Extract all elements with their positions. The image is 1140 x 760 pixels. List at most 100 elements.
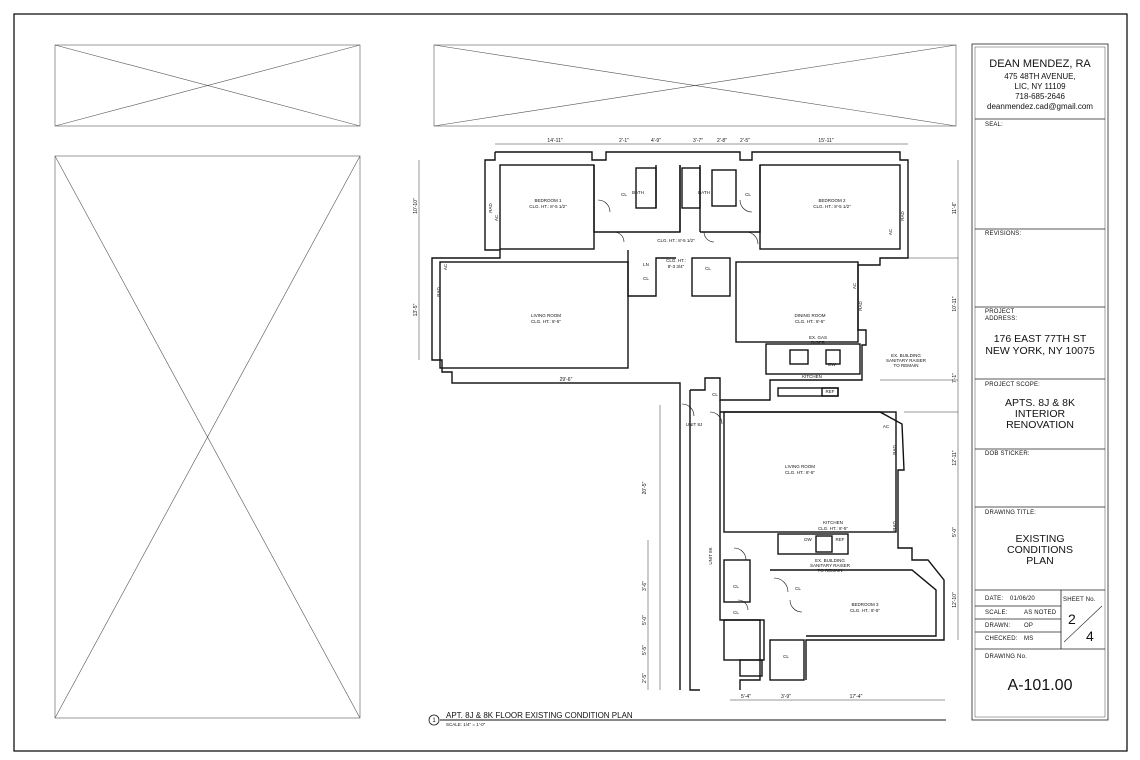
- cl-label-4: CL: [705, 266, 711, 271]
- riser-note-2-a: EX. BUILDING: [815, 558, 845, 563]
- checked-value: MS: [1024, 636, 1034, 642]
- dim-left-small-2: 5'-0": [642, 615, 648, 625]
- dim-top-4: 3'-7": [693, 138, 703, 144]
- placeholder-box-top-left: [54, 44, 361, 127]
- dim-bottom-2: 3'-9": [781, 694, 791, 700]
- date-label: DATE:: [985, 596, 1004, 602]
- caption-number: 1: [432, 718, 436, 724]
- room-kitchen2-name: KITCHEN: [823, 520, 843, 525]
- dim-top-6: 2'-5": [740, 138, 750, 144]
- cl-label-8: CL: [733, 610, 739, 615]
- ac-label-5: AC: [883, 424, 890, 429]
- room-bedroom2-clg: CLG. HT.: 8'-5 1/2": [813, 204, 851, 209]
- placeholder-box-top-center: [433, 44, 957, 127]
- rad-label-6: RAD: [892, 521, 897, 531]
- sheet-border: [13, 13, 1128, 752]
- hall-clg: CLG. HT.: 8'-5 1/2": [657, 238, 695, 243]
- drawn-value: OP: [1024, 623, 1034, 629]
- checked-label: CHECKED:: [985, 636, 1018, 642]
- sheet-no-label: SHEET No.: [1063, 597, 1096, 603]
- drawing-title-line-2: CONDITIONS: [1007, 544, 1073, 556]
- dim-left-small-3: 5'-5": [642, 645, 648, 655]
- drawn-label: DRAWN:: [985, 623, 1011, 629]
- seal-label: SEAL:: [985, 122, 1004, 128]
- dim-top-5: 2'-8": [717, 138, 727, 144]
- rad-label-4: RAD: [858, 301, 863, 311]
- dim-living-width: 29'-6": [560, 377, 573, 383]
- room-dining-name: DINING ROOM: [795, 313, 826, 318]
- revisions-label: REVISIONS:: [985, 231, 1022, 237]
- project-scope-line-1: APTS. 8J & 8K: [1004, 397, 1076, 409]
- firm-email: deanmendez.cad@gmail.com: [987, 102, 1093, 111]
- firm-address-2: LIC, NY 11109: [1014, 82, 1066, 91]
- firm-name: DEAN MENDEZ, RA: [989, 58, 1091, 70]
- ref-label-2: REF: [836, 537, 845, 542]
- project-address-line-2: NEW YORK, NY 10075: [985, 345, 1095, 357]
- dimension-lines: [418, 143, 959, 701]
- drawing-title-line-3: PLAN: [1026, 555, 1054, 567]
- project-scope-label: PROJECT SCOPE:: [985, 382, 1041, 388]
- firm-address-1: 475 48TH AVENUE,: [1004, 72, 1076, 81]
- cl-label-1: CL: [621, 192, 627, 197]
- project-address-line-1: 176 EAST 77TH ST: [993, 333, 1087, 345]
- dim-left-bed: 10'-10": [413, 198, 419, 214]
- bath-label-1: BATH: [632, 190, 644, 195]
- room-bedroom2-name: BEDROOM 2: [818, 198, 846, 203]
- kitchen1-label: KITCHEN: [802, 374, 822, 379]
- dim-right-dining: 10'-11": [952, 296, 958, 311]
- dim-left-small-1: 3'-6": [642, 581, 648, 591]
- cl-label-6: CL: [733, 584, 739, 589]
- scale-value: AS NOTED: [1024, 610, 1057, 616]
- room-dining-clg: CLG. HT.: 8'-5": [795, 319, 825, 324]
- dim-left-corridor: 20'-5": [642, 481, 648, 494]
- riser-note-2-b: SANITARY RAISER: [810, 563, 851, 568]
- dw-label-1: DW: [828, 362, 836, 367]
- room-living1-clg: CLG. HT.: 8'-5": [531, 319, 561, 324]
- cl-label-7: CL: [795, 586, 801, 591]
- drawing-no-label: DRAWING No.: [985, 654, 1027, 660]
- dim-left-small-4: 2'-5": [642, 673, 648, 683]
- plan-text: BEDROOM 1 CLG. HT.: 8'-5 1/2" BEDROOM 2 …: [413, 138, 958, 727]
- ac-label-1: AC: [494, 214, 499, 221]
- drawing-title-line-1: EXISTING: [1015, 533, 1065, 545]
- dim-right-living2: 12'-11": [952, 450, 958, 465]
- cl-label-2: CL: [745, 192, 751, 197]
- room-bedroom1-clg: CLG. HT.: 8'-5 1/2": [529, 204, 567, 209]
- room-bedroom1-name: BEDROOM 1: [534, 198, 562, 203]
- plan-caption-scale: SCALE: 1/4" = 1'-0": [446, 722, 486, 727]
- plan-caption: APT. 8J & 8K FLOOR EXISTING CONDITION PL…: [446, 711, 633, 720]
- ln-label: LN: [643, 262, 649, 267]
- apartment-8j-walls: [431, 151, 909, 690]
- ref-label-1: REF: [826, 389, 835, 394]
- cl-label-5: CL: [712, 392, 718, 397]
- drawing-title-label: DRAWING TITLE:: [985, 510, 1037, 516]
- firm-phone: 718-685-2646: [1015, 92, 1065, 101]
- project-scope-line-2: INTERIOR: [1014, 408, 1066, 420]
- cl-label-3: CL: [643, 276, 649, 281]
- dim-right-bed: 11'-6": [952, 202, 958, 215]
- hall-clg2-b: 8'-3 3/4": [668, 264, 685, 269]
- rad-label-2: RAD: [900, 211, 905, 221]
- room-kitchen2-clg: CLG. HT.: 8'-5": [818, 526, 848, 531]
- dim-bottom-3: 17'-4": [850, 694, 863, 700]
- dim-top-3: 4'-9": [651, 138, 661, 144]
- dim-top-7: 15'-11": [818, 138, 833, 144]
- floor-plan: [418, 143, 959, 726]
- ac-label-3: AC: [443, 263, 448, 270]
- dim-right-kitchen2: 5'-0": [952, 527, 958, 537]
- apartment-8k-walls: [689, 390, 945, 691]
- hall-clg2-a: CLG. HT.:: [666, 258, 686, 263]
- room-living2-clg: CLG. HT.: 8'-5": [785, 470, 815, 475]
- caption-number-circle: [428, 714, 440, 726]
- date-value: 01/06/20: [1010, 596, 1035, 602]
- dw-label-2: DW: [804, 537, 812, 542]
- sheet-total: 4: [1086, 628, 1094, 644]
- room-living1-name: LIVING ROOM: [531, 313, 561, 318]
- cl-label-9: CL: [783, 654, 789, 659]
- riser-note-1-c: TO REMAIN: [894, 363, 919, 368]
- dim-right-kitchen: 7'-1": [952, 373, 958, 383]
- gas-riser-2: RISER: [811, 340, 826, 345]
- door-swings: [597, 199, 803, 613]
- unit-8k-label: UNIT 8K: [708, 547, 713, 564]
